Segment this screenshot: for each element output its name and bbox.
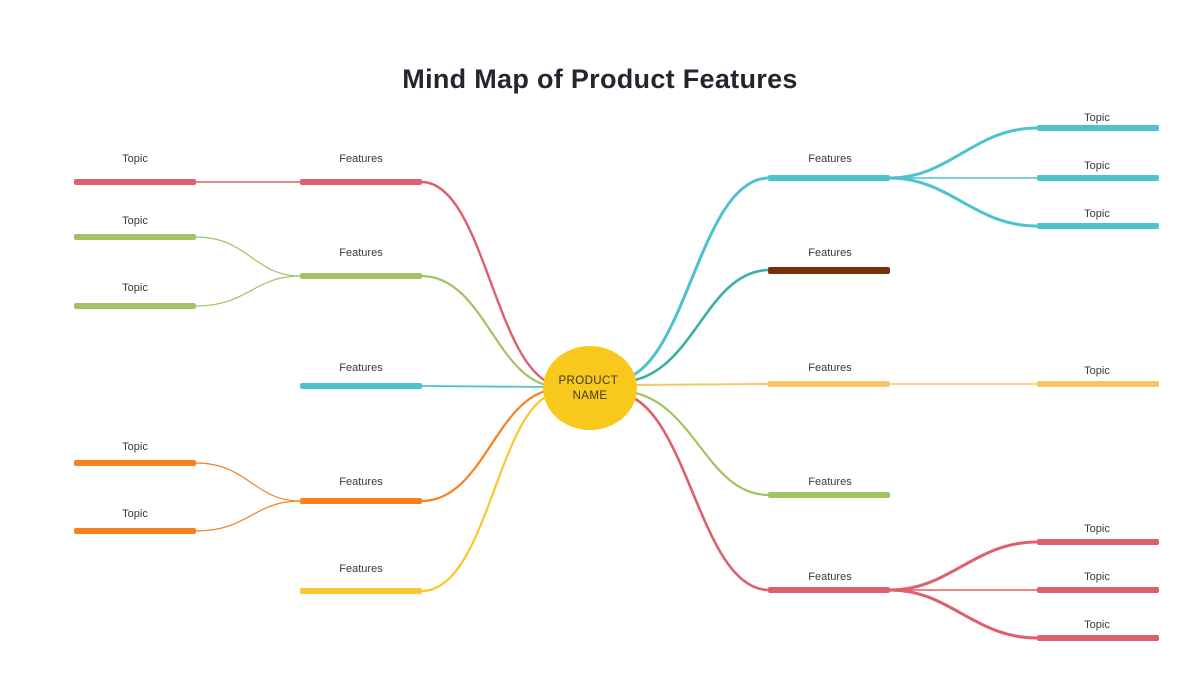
left-orange-branch-curve xyxy=(420,387,560,503)
topic-node-label: Topic xyxy=(122,441,148,453)
right-teal-features-node[interactable]: Features xyxy=(768,153,890,181)
left-orange-features-node[interactable]: Features xyxy=(300,476,422,504)
topic-node-bar[interactable] xyxy=(74,460,196,466)
topic-node-bar[interactable] xyxy=(74,528,196,534)
right-brown-features-node[interactable]: Features xyxy=(768,247,890,274)
left-green-topic-curve-1 xyxy=(195,236,301,277)
center-node-line2: NAME xyxy=(573,390,608,402)
left-salmon-branch-curve xyxy=(420,180,564,388)
topic-node-label: Topic xyxy=(1084,523,1110,535)
topic-node-label: Topic xyxy=(122,153,148,165)
topic-node-label: Topic xyxy=(122,215,148,227)
topic-node-bar[interactable] xyxy=(1037,223,1159,229)
left-orange-topic-node-1[interactable]: Topic xyxy=(74,441,196,466)
features-node-label: Features xyxy=(339,153,383,165)
topic-node-bar[interactable] xyxy=(1037,587,1159,593)
topic-node-label: Topic xyxy=(1084,365,1110,377)
left-orange-topic-curve-1 xyxy=(195,462,301,502)
left-yellow-features-node[interactable]: Features xyxy=(300,563,422,594)
features-node-bar[interactable] xyxy=(300,498,422,504)
center-node-label: PRODUCT NAME xyxy=(558,375,621,402)
features-node-label: Features xyxy=(339,476,383,488)
topic-node-bar[interactable] xyxy=(1037,539,1159,545)
right-teal-topic-curve-1 xyxy=(888,126,1039,180)
left-yellow-branch-curve xyxy=(420,390,562,593)
left-salmon-features-node[interactable]: Features xyxy=(300,153,422,185)
left-teal-features-node[interactable]: Features xyxy=(300,362,422,389)
right-salmon-topic-node-1[interactable]: Topic xyxy=(1037,523,1159,545)
left-orange-topic-curve-2 xyxy=(195,500,301,532)
left-green-branch-curve xyxy=(420,274,560,389)
features-node-label: Features xyxy=(808,362,852,374)
features-node-bar[interactable] xyxy=(768,267,890,274)
features-node-label: Features xyxy=(339,247,383,259)
features-node-bar[interactable] xyxy=(300,588,422,594)
topic-node-bar[interactable] xyxy=(74,179,196,185)
right-salmon-topic-curve-1 xyxy=(888,540,1039,592)
topic-node-bar[interactable] xyxy=(1037,635,1159,641)
features-node-bar[interactable] xyxy=(768,492,890,498)
left-salmon-topic-node[interactable]: Topic xyxy=(74,153,196,185)
topic-node-bar[interactable] xyxy=(1037,125,1159,131)
topic-node-label: Topic xyxy=(1084,112,1110,124)
topic-node-label: Topic xyxy=(1084,619,1110,631)
right-salmon-features-node[interactable]: Features xyxy=(768,571,890,593)
left-green-features-node[interactable]: Features xyxy=(300,247,422,279)
features-node-bar[interactable] xyxy=(300,179,422,185)
features-node-label: Features xyxy=(808,476,852,488)
left-green-topic-node-1[interactable]: Topic xyxy=(74,215,196,240)
left-orange-topic-node-2[interactable]: Topic xyxy=(74,508,196,534)
right-gold-topic-node[interactable]: Topic xyxy=(1037,365,1159,387)
left-green-topic-curve-2 xyxy=(195,275,301,307)
topic-node-bar[interactable] xyxy=(74,303,196,309)
features-node-label: Features xyxy=(808,153,852,165)
left-teal-branch-curve xyxy=(421,385,553,388)
diagram-title: Mind Map of Product Features xyxy=(402,64,798,94)
features-node-bar[interactable] xyxy=(768,175,890,181)
features-node-bar[interactable] xyxy=(300,383,422,389)
features-node-label: Features xyxy=(808,571,852,583)
topic-node-label: Topic xyxy=(1084,208,1110,220)
topic-node-bar[interactable] xyxy=(1037,381,1159,387)
right-teal-topic-node-1[interactable]: Topic xyxy=(1037,112,1159,131)
right-teal-topic-node-2[interactable]: Topic xyxy=(1037,160,1159,181)
right-gold-branch-curve xyxy=(633,383,769,386)
features-node-bar[interactable] xyxy=(768,381,890,387)
right-salmon-topic-curve-3 xyxy=(888,588,1039,640)
topic-node-label: Topic xyxy=(122,282,148,294)
features-node-label: Features xyxy=(339,362,383,374)
topic-node-label: Topic xyxy=(122,508,148,520)
right-salmon-branch-curve xyxy=(616,391,770,592)
right-salmon-topic-node-3[interactable]: Topic xyxy=(1037,619,1159,641)
right-gold-features-node[interactable]: Features xyxy=(768,362,890,387)
features-node-bar[interactable] xyxy=(768,587,890,593)
right-teal-topic-curve-3 xyxy=(888,176,1039,228)
center-node[interactable]: PRODUCT NAME xyxy=(543,346,637,430)
left-green-topic-node-2[interactable]: Topic xyxy=(74,282,196,309)
right-green-features-node[interactable]: Features xyxy=(768,476,890,498)
right-salmon-topic-node-2[interactable]: Topic xyxy=(1037,571,1159,593)
center-node-line1: PRODUCT xyxy=(558,375,617,387)
right-teal-branch-curve xyxy=(616,176,770,382)
topic-node-label: Topic xyxy=(1084,160,1110,172)
topic-node-label: Topic xyxy=(1084,571,1110,583)
features-node-label: Features xyxy=(808,247,852,259)
topic-node-bar[interactable] xyxy=(74,234,196,240)
center-node-circle[interactable] xyxy=(543,346,637,430)
right-teal-topic-node-3[interactable]: Topic xyxy=(1037,208,1159,229)
topic-node-bar[interactable] xyxy=(1037,175,1159,181)
right-green-branch-curve xyxy=(620,389,770,497)
features-node-bar[interactable] xyxy=(300,273,422,279)
right-brown-branch-curve xyxy=(620,268,770,384)
features-node-label: Features xyxy=(339,563,383,575)
